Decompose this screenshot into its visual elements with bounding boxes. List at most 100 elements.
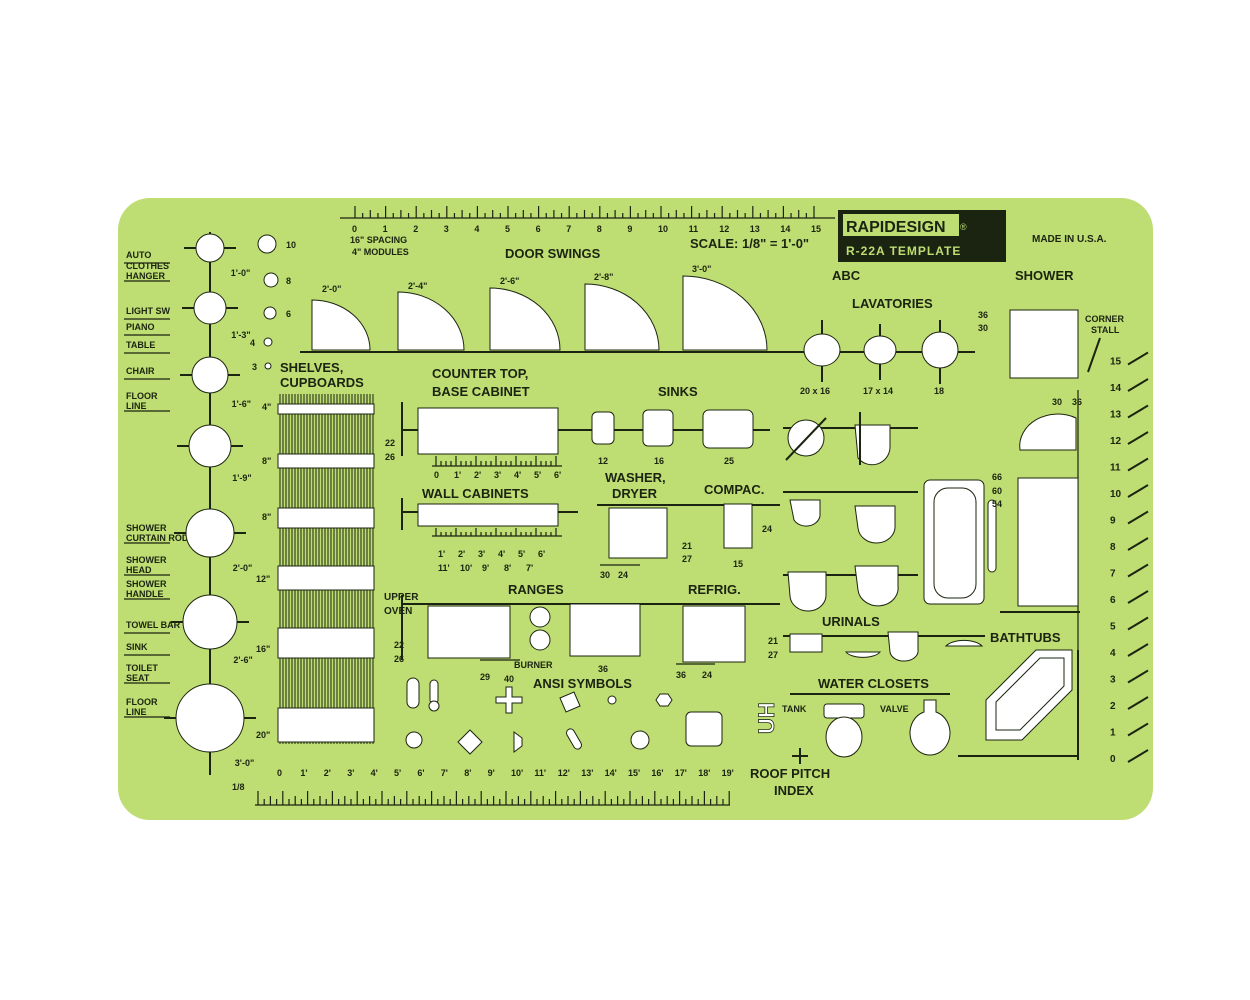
svg-text:24: 24 xyxy=(762,524,772,534)
compactor: 24 15 xyxy=(723,503,772,569)
right-scale-tick xyxy=(1127,431,1149,445)
brand-logo: RAPIDESIGN ® R-22A TEMPLATE xyxy=(838,210,1006,262)
circle-size-label: 2'-6" xyxy=(233,655,252,665)
bottom-ruler-number: 9' xyxy=(488,768,495,778)
sinks-title: SINKS xyxy=(658,384,698,399)
bottom-ruler-number: 4' xyxy=(371,768,378,778)
right-scale-number: 7 xyxy=(1110,569,1116,580)
door-swing-2-0: 2'-0" xyxy=(311,284,371,351)
left-label: LINE xyxy=(126,707,147,717)
svg-text:TANK: TANK xyxy=(782,704,807,714)
counter-ruler-number: 3' xyxy=(494,470,501,480)
lavatories-title: LAVATORIES xyxy=(852,296,933,311)
right-scale-number: 6 xyxy=(1110,595,1116,606)
top-ruler-number: 10 xyxy=(658,224,668,234)
counter-ruler-number: 0 xyxy=(434,470,439,480)
top-ruler-number: 14 xyxy=(780,224,790,234)
door-swing-2-8: 2'-8" xyxy=(584,272,660,351)
top-ruler-number: 1 xyxy=(383,224,388,234)
bottom-ruler-number: 2' xyxy=(324,768,331,778)
svg-text:4": 4" xyxy=(262,402,271,412)
compac-title: COMPAC. xyxy=(704,482,764,497)
svg-text:15: 15 xyxy=(733,559,743,569)
left-label: HANDLE xyxy=(126,589,164,599)
top-ruler-number: 6 xyxy=(536,224,541,234)
shower: 36 30 CORNER STALL 30 36 xyxy=(978,309,1125,451)
template-circle xyxy=(191,356,229,394)
right-scale-tick xyxy=(1127,510,1149,525)
left-label: TOWEL BAR xyxy=(126,620,181,630)
svg-text:21: 21 xyxy=(682,541,692,551)
svg-text:1/8: 1/8 xyxy=(232,782,245,792)
left-label: SEAT xyxy=(126,673,150,683)
right-scale-tick xyxy=(1127,590,1149,604)
wall-ruler-number: 1' xyxy=(438,549,445,559)
ansi-symbols-title: ANSI SYMBOLS xyxy=(533,676,632,691)
right-scale-tick xyxy=(1127,404,1149,419)
right-scale-tick xyxy=(1127,749,1149,763)
water-closets: TANK VALVE xyxy=(782,693,951,758)
left-label: SHOWER xyxy=(126,523,167,533)
template-circle xyxy=(185,508,235,558)
right-scale-number: 8 xyxy=(1110,542,1116,553)
svg-text:16: 16 xyxy=(654,456,664,466)
scale-label: SCALE: 1/8" = 1'-0" xyxy=(690,236,809,251)
svg-text:2'-0": 2'-0" xyxy=(322,284,341,294)
right-scale-tick xyxy=(1127,616,1149,631)
circle-size-label: 3'-0" xyxy=(235,758,254,768)
right-scale-number: 15 xyxy=(1110,357,1122,368)
right-scale-number: 9 xyxy=(1110,516,1116,527)
svg-text:30: 30 xyxy=(1052,397,1062,407)
right-scale-number: 3 xyxy=(1110,675,1116,686)
bottom-ruler-number: 19' xyxy=(722,768,734,778)
counter-ruler-number: 6' xyxy=(554,470,561,480)
ranges: 22 26 BURNER 29 40 36 xyxy=(394,595,780,684)
roof-pitch-line2: INDEX xyxy=(774,783,814,798)
bathtubs-title: BATHTUBS xyxy=(990,630,1061,645)
svg-text:40: 40 xyxy=(504,674,514,684)
modules-label: 4" MODULES xyxy=(352,247,409,257)
right-scale-tick xyxy=(1127,643,1149,657)
svg-text:24: 24 xyxy=(618,570,628,580)
left-label: HEAD xyxy=(126,565,152,575)
right-scale-tick xyxy=(1127,669,1149,684)
template-circle xyxy=(188,424,232,468)
circle-size-label: 1'-3" xyxy=(231,330,250,340)
bottom-ruler-number: 14' xyxy=(605,768,617,778)
right-scale-tick xyxy=(1127,378,1149,392)
right-scale-number: 13 xyxy=(1110,410,1122,421)
svg-text:2'-4": 2'-4" xyxy=(408,281,427,291)
top-ruler-number: 5 xyxy=(505,224,510,234)
wall-ruler-number: 7' xyxy=(526,563,533,573)
top-ruler-number: 11 xyxy=(689,224,699,234)
right-scale-tick xyxy=(1127,351,1149,366)
made-in-label: MADE IN U.S.A. xyxy=(1032,234,1107,245)
svg-text:8": 8" xyxy=(262,512,271,522)
svg-text:36: 36 xyxy=(676,670,686,680)
svg-text:3'-0": 3'-0" xyxy=(692,264,711,274)
right-scale-tick xyxy=(1127,484,1149,498)
door-swing-3-0: 3'-0" xyxy=(682,264,768,351)
washer-dryer: 21 27 30 24 xyxy=(597,504,780,580)
svg-text:27: 27 xyxy=(768,650,778,660)
bottom-ruler-number: 11' xyxy=(534,768,546,778)
model-name: R-22A TEMPLATE xyxy=(846,244,961,258)
wall-ruler-number: 2' xyxy=(458,549,465,559)
right-scale-number: 1 xyxy=(1110,728,1116,739)
circle-column: 1'-0"1'-3"1'-6"1'-9"2'-0"2'-6"3'-0" xyxy=(164,232,256,775)
refrig-title: REFRIG. xyxy=(688,582,741,597)
right-scale-number: 4 xyxy=(1110,648,1116,659)
svg-text:12": 12" xyxy=(256,574,270,584)
washer-title-1: WASHER, xyxy=(605,470,666,485)
fixture-shapes-middle xyxy=(783,491,918,612)
left-label: TABLE xyxy=(126,340,155,350)
left-label: FLOOR xyxy=(126,697,158,707)
svg-text:3: 3 xyxy=(252,362,257,372)
small-circles: 10 8 6 4 3 xyxy=(250,234,296,372)
bottom-ruler-number: 16' xyxy=(651,768,663,778)
svg-text:36: 36 xyxy=(978,310,988,320)
svg-text:20 x 16: 20 x 16 xyxy=(800,386,830,396)
